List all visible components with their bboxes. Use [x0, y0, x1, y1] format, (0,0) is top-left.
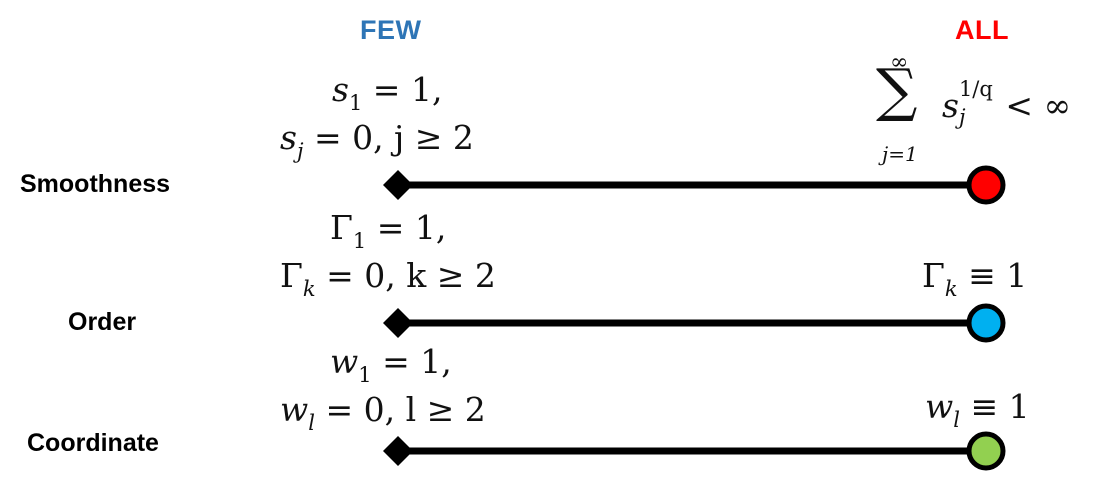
sum-lower-limit: j=1	[882, 142, 918, 166]
order-circle-icon	[966, 303, 1006, 343]
few-header: FEW	[360, 15, 422, 45]
order-diamond-icon	[383, 308, 413, 338]
smoothness-diamond-icon	[383, 170, 413, 200]
coordinate-diamond-icon	[383, 436, 413, 466]
row-label-coordinate: Coordinate	[27, 429, 159, 457]
coordinate-circle-icon	[966, 431, 1006, 471]
sum-sign-icon: ∑	[876, 56, 918, 124]
coordinate-few-line2: wl = 0, l ≥ 2	[280, 390, 486, 435]
order-few-line1: Γ1 = 1,	[330, 208, 447, 253]
coordinate-all-expression: wl ≡ 1	[925, 387, 1030, 432]
row-label-smoothness: Smoothness	[20, 170, 171, 198]
smoothness-few-line1: s1 = 1,	[332, 70, 443, 115]
sum-upper-limit: ∞	[890, 50, 909, 75]
smoothness-circle-icon	[966, 165, 1006, 205]
order-all-expression: Γk ≡ 1	[922, 256, 1028, 301]
coordinate-few-line1: w1 = 1,	[330, 342, 452, 387]
all-header: ALL	[955, 15, 1009, 45]
order-few-line2: Γk = 0, k ≥ 2	[280, 256, 496, 301]
row-label-order: Order	[68, 308, 137, 336]
smoothness-few-line2: sj = 0, j ≥ 2	[280, 118, 474, 163]
